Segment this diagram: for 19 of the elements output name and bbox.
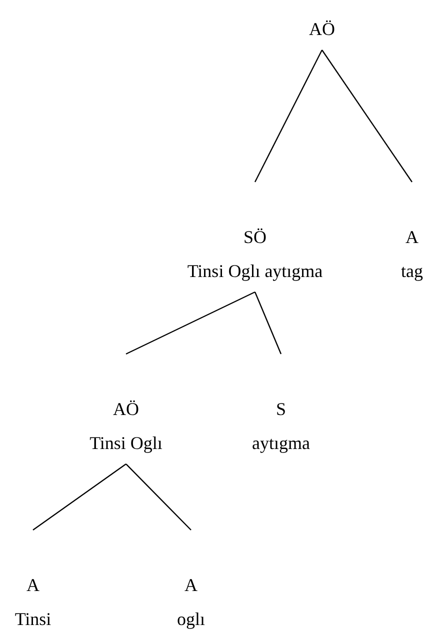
phrase-text: oglı (177, 608, 205, 631)
phrase-text: Tinsi Oglı aytıgma (187, 260, 323, 283)
category-label: AÖ (309, 18, 335, 41)
category-label: AÖ (113, 398, 139, 421)
tree-branch (126, 291, 256, 355)
category-label: SÖ (244, 226, 266, 249)
phrase-text: Tinsi Oglı (90, 432, 162, 455)
category-label: A (406, 226, 418, 249)
tree-branch (254, 50, 323, 182)
tree-branch (254, 292, 282, 354)
phrase-text: tag (401, 260, 423, 283)
category-label: A (184, 574, 198, 597)
tree-branch (322, 50, 412, 182)
phrase-text: aytıgma (252, 432, 310, 455)
category-label: A (26, 574, 40, 597)
tree-branch (32, 464, 126, 530)
tree-branch (126, 464, 192, 530)
phrase-text: Tinsi (14, 608, 52, 631)
category-label: S (276, 398, 286, 421)
